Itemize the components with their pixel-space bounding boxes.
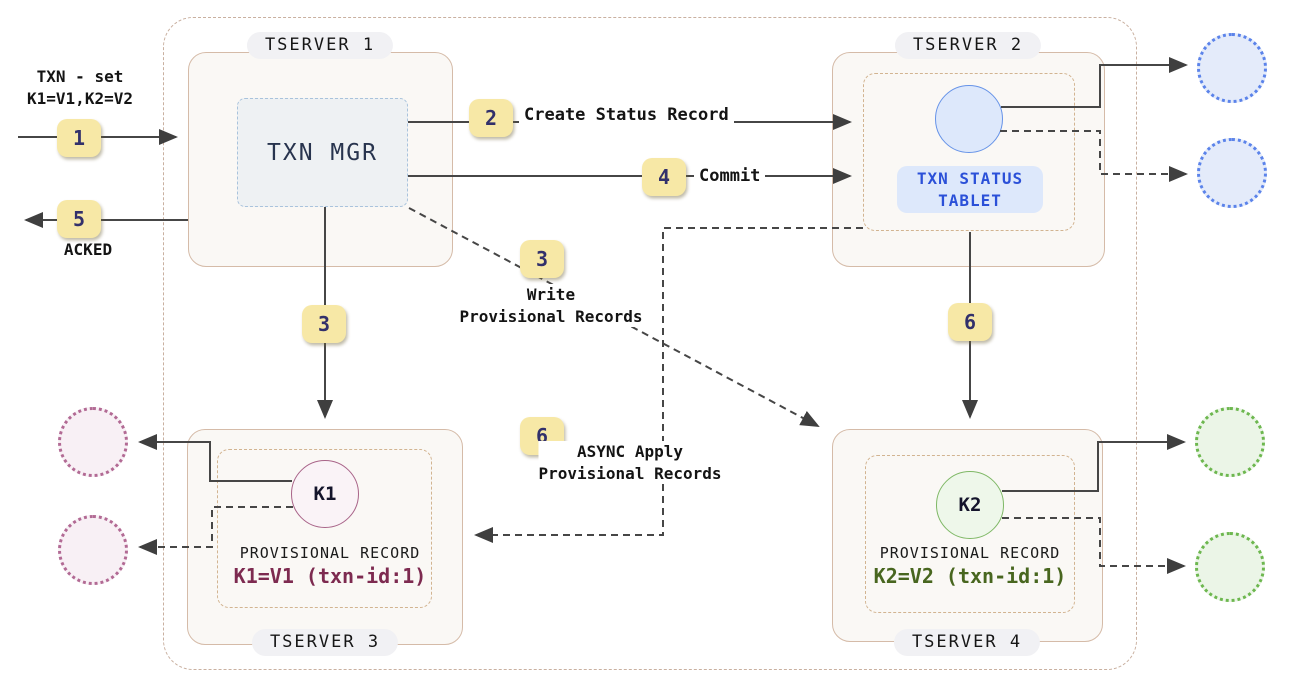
tablet-label-line2: TABLET	[938, 190, 1002, 210]
txn-status-tablet-label: TXN STATUS TABLET	[897, 166, 1043, 213]
k2-replica-circle-2	[1195, 532, 1265, 602]
txn-mgr-label: TXN MGR	[267, 139, 378, 166]
step-badge-5: 5	[57, 200, 101, 238]
tserver3-record-title: PROVISIONAL RECORD	[239, 544, 421, 562]
tserver3-label: TSERVER 3	[251, 629, 399, 656]
tserver4-record-value: K2=V2 (txn-id:1)	[873, 564, 1067, 588]
step-badge-2: 2	[469, 99, 513, 137]
create-status-record-label: Create Status Record	[519, 105, 734, 125]
status-replica-circle-1	[1197, 33, 1267, 103]
client-request-line2: K1=V1,K2=V2	[27, 88, 133, 108]
cluster-boundary	[163, 17, 1137, 670]
async-apply-line2: Provisional Records	[538, 463, 722, 483]
client-request-label: TXN - set K1=V1,K2=V2	[27, 66, 133, 109]
tserver2-label: TSERVER 2	[894, 32, 1042, 59]
k1-tablet-circle: K1	[291, 460, 359, 528]
acked-label: ACKED	[63, 240, 113, 259]
txn-mgr-box: TXN MGR	[237, 98, 408, 207]
step-badge-3-vertical: 3	[302, 305, 346, 343]
tserver3-record-value: K1=V1 (txn-id:1)	[233, 564, 427, 588]
async-apply-label: ASYNC Apply Provisional Records	[538, 441, 722, 485]
k2-label: K2	[958, 494, 982, 516]
commit-label: Commit	[694, 166, 766, 186]
tablet-label-line1: TXN STATUS	[916, 168, 1024, 188]
tserver4-label: TSERVER 4	[893, 629, 1041, 656]
k2-tablet-circle: K2	[936, 471, 1004, 539]
write-provisional-line1: Write	[526, 285, 576, 304]
write-provisional-line2: Provisional Records	[459, 306, 643, 326]
step-badge-6-vertical: 6	[948, 303, 992, 341]
async-apply-line1: ASYNC Apply	[577, 442, 683, 461]
client-request-line1: TXN - set	[36, 67, 124, 86]
status-replica-circle-2	[1197, 138, 1267, 208]
step-badge-4: 4	[642, 158, 686, 196]
tserver4-record-title: PROVISIONAL RECORD	[879, 544, 1061, 562]
write-provisional-records-label: Write Provisional Records	[459, 284, 643, 328]
txn-status-tablet-circle	[935, 85, 1003, 153]
tserver1-label: TSERVER 1	[246, 32, 394, 59]
k1-label: K1	[313, 483, 337, 505]
step-badge-3-diagonal: 3	[520, 240, 564, 278]
k1-replica-circle-2	[58, 515, 128, 585]
step-badge-1: 1	[57, 119, 101, 157]
k2-replica-circle-1	[1195, 407, 1265, 477]
k1-replica-circle-1	[58, 407, 128, 477]
